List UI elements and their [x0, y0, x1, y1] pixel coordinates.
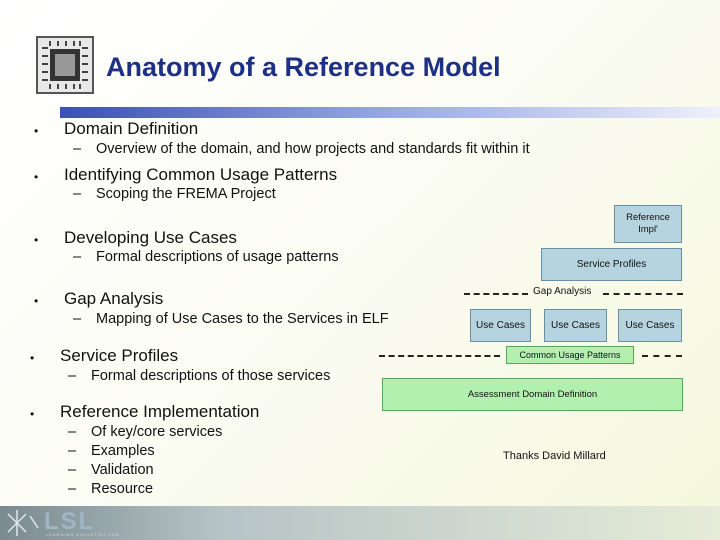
sub-bullet: Scoping the FREMA Project — [96, 186, 276, 202]
bullet-marker: • — [30, 351, 35, 365]
use-cases-box: Use Cases — [618, 309, 682, 342]
dash-marker: – — [73, 311, 82, 327]
dash-marker: – — [68, 462, 77, 478]
bullet-marker: • — [34, 170, 39, 184]
bullet-domain-definition: Domain Definition — [64, 119, 199, 138]
bullet-service-profiles: Service Profiles — [60, 346, 179, 365]
dash-marker: – — [68, 443, 77, 459]
bullet-common-usage-patterns: Identifying Common Usage Patterns — [64, 165, 338, 184]
gap-analysis-label: Gap Analysis — [533, 286, 592, 297]
use-cases-box: Use Cases — [544, 309, 607, 342]
dash-marker: – — [68, 481, 77, 497]
dashed-line — [464, 293, 528, 295]
bullet-marker: • — [34, 294, 39, 308]
bullet-marker: • — [30, 407, 35, 421]
sparkle-icon — [7, 510, 39, 536]
sub-bullet: Validation — [91, 462, 154, 478]
sub-bullet: Resource — [91, 481, 154, 497]
dashed-line — [642, 355, 682, 357]
lsl-logo: LSL — [44, 508, 96, 535]
title-underline-bar — [60, 107, 720, 118]
bullet-marker: • — [34, 124, 39, 138]
sub-bullet: Formal descriptions of those services — [91, 368, 331, 384]
dash-marker: – — [73, 186, 82, 202]
dash-marker: – — [68, 368, 77, 384]
bullet-developing-use-cases: Developing Use Cases — [64, 228, 237, 247]
use-cases-label: Use Cases — [476, 320, 525, 331]
bullet-marker: • — [34, 233, 39, 247]
dash-marker: – — [73, 141, 82, 157]
dash-marker: – — [68, 424, 77, 440]
assessment-domain-definition-label: Assessment Domain Definition — [467, 389, 598, 400]
chip-logo-icon — [36, 36, 94, 94]
dashed-line — [603, 293, 683, 295]
footer-bar — [0, 506, 720, 540]
lsl-logo-subtitle: LEARNING SOCIETIES LAB — [46, 532, 120, 537]
service-profiles-label: Service Profiles — [576, 259, 647, 270]
sub-bullet: Mapping of Use Cases to the Services in … — [96, 311, 389, 327]
sub-bullet: Examples — [91, 443, 155, 459]
common-usage-patterns-label: Common Usage Patterns — [519, 350, 621, 360]
bullet-gap-analysis: Gap Analysis — [64, 289, 164, 308]
sub-bullet: Overview of the domain, and how projects… — [96, 141, 530, 157]
dash-marker: – — [73, 249, 82, 265]
bullet-reference-implementation: Reference Implementation — [60, 402, 260, 421]
sub-bullet: Formal descriptions of usage patterns — [96, 249, 339, 265]
page-title: Anatomy of a Reference Model — [106, 52, 501, 82]
assessment-domain-definition-box: Assessment Domain Definition — [382, 378, 683, 411]
credit-text: Thanks David Millard — [503, 450, 606, 462]
service-profiles-box: Service Profiles — [541, 248, 682, 281]
reference-impl-box: Reference Impl' — [614, 205, 682, 243]
reference-impl-label: Reference Impl' — [626, 212, 670, 235]
use-cases-box: Use Cases — [470, 309, 531, 342]
common-usage-patterns-box: Common Usage Patterns — [506, 346, 634, 364]
dashed-line — [379, 355, 500, 357]
use-cases-label: Use Cases — [625, 320, 675, 331]
sub-bullet: Of key/core services — [91, 424, 223, 440]
use-cases-label: Use Cases — [551, 320, 600, 331]
